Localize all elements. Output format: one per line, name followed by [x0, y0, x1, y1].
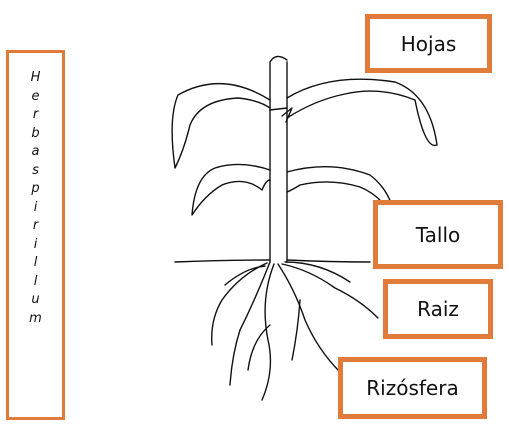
root-1	[230, 262, 270, 385]
label-hojas: Hojas	[365, 14, 492, 73]
stem-node	[270, 108, 287, 110]
ground-right	[287, 260, 370, 262]
label-tallo-text: Tallo	[416, 223, 461, 247]
label-raiz: Raiz	[383, 279, 493, 339]
leaf-upper-left	[172, 84, 270, 168]
label-raiz-text: Raiz	[417, 297, 459, 321]
root-8	[292, 300, 300, 360]
ground-left	[175, 260, 270, 262]
stem-top	[270, 56, 287, 62]
label-rizosfera-text: Rizósfera	[366, 376, 458, 400]
root-4	[278, 264, 340, 372]
root-6	[285, 262, 350, 282]
label-tallo: Tallo	[373, 200, 503, 269]
label-rizosfera: Rizósfera	[338, 357, 487, 419]
label-hojas-text: Hojas	[401, 32, 457, 56]
root-5	[282, 264, 378, 318]
leaf-upper-right	[287, 79, 437, 145]
leaf-middle-left	[192, 164, 270, 215]
